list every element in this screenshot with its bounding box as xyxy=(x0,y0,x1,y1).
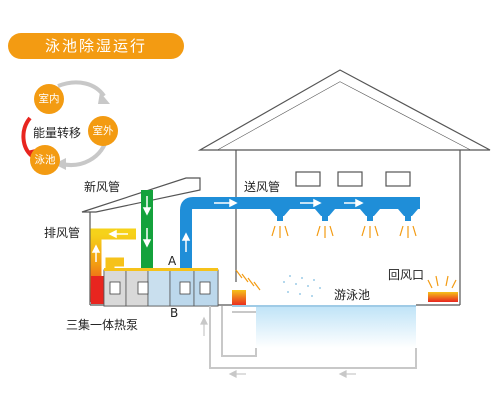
vapor-dot xyxy=(287,291,289,293)
air-jet xyxy=(284,225,289,237)
exhaust-duct-label: 排风管 xyxy=(44,226,81,240)
vapor-dot xyxy=(307,285,309,287)
pool-water xyxy=(256,306,416,348)
diffuser-neck xyxy=(367,215,373,221)
fan-box xyxy=(199,281,211,295)
pipe-arrows xyxy=(200,316,356,378)
fresh-air-duct xyxy=(141,190,153,270)
diffuser xyxy=(360,209,380,216)
fan-box xyxy=(109,281,121,295)
diffuser-neck xyxy=(277,215,283,221)
diffusers xyxy=(270,209,418,221)
flow-arrowhead xyxy=(142,207,152,216)
cycle-node-pool: 泳池 xyxy=(30,145,60,175)
energy-transfer-label: 能量转移 xyxy=(33,126,82,140)
heat-pump-unit xyxy=(103,268,219,307)
building xyxy=(81,69,491,306)
fan-box xyxy=(179,281,191,295)
air-jet xyxy=(316,225,321,237)
flow-arrowhead xyxy=(355,198,364,208)
flow-arrowhead xyxy=(142,239,152,248)
supply-duct-pipe xyxy=(180,197,420,268)
vapor-dot xyxy=(283,281,285,283)
diagram-title: 泳池除湿运行 xyxy=(8,33,184,59)
air-jet xyxy=(435,275,439,287)
vapor-dot xyxy=(289,275,291,277)
window xyxy=(385,171,411,187)
cycle-arrow-top xyxy=(57,80,106,98)
point-a-label: A xyxy=(168,254,177,268)
pool xyxy=(232,305,416,348)
flow-arrowhead xyxy=(91,244,101,253)
point-b-label: B xyxy=(170,306,179,320)
supply-duct xyxy=(180,197,420,268)
air-jet xyxy=(399,225,404,237)
supply-duct-label: 送风管 xyxy=(244,180,281,194)
diffuser xyxy=(270,209,290,216)
pool-label: 游泳池 xyxy=(334,288,371,302)
air-jet xyxy=(412,225,417,237)
vapor-dot xyxy=(301,277,303,279)
vapor-dot xyxy=(299,293,301,295)
air-jet xyxy=(235,269,243,279)
air-jet xyxy=(361,225,366,237)
return-vent-right xyxy=(428,292,458,302)
air-jet xyxy=(241,273,249,283)
diffuser xyxy=(315,209,335,216)
windows xyxy=(295,171,411,187)
underground-pipes xyxy=(209,306,417,369)
cycle-arrowhead xyxy=(98,92,110,104)
air-jet xyxy=(374,225,379,237)
air-jet xyxy=(451,279,457,289)
fan-box xyxy=(137,281,149,295)
window xyxy=(295,171,321,187)
flow-arrowhead xyxy=(338,370,347,378)
air-jet xyxy=(445,275,449,287)
flow-arrowhead xyxy=(181,232,191,241)
flow-arrowhead xyxy=(229,198,238,208)
air-jet xyxy=(271,225,276,237)
cycle-node-indoor: 室内 xyxy=(34,84,64,114)
cycle-node-outdoor: 室外 xyxy=(88,116,118,146)
diffuser-neck xyxy=(405,215,411,221)
diffuser-neck xyxy=(322,215,328,221)
main-roof-gable xyxy=(218,82,470,150)
air-jets xyxy=(271,225,417,238)
flow-arrowhead xyxy=(108,229,117,239)
vapor-dot xyxy=(313,279,315,281)
flow-arrowhead xyxy=(200,316,208,325)
vapor-dot xyxy=(311,295,313,297)
return-vent-left xyxy=(232,290,246,306)
evaporation-dots xyxy=(283,275,321,297)
fresh-air-duct-label: 新风管 xyxy=(84,180,121,194)
unit-top-strip xyxy=(104,268,218,271)
window xyxy=(337,171,363,187)
diffuser xyxy=(398,209,418,216)
flow-arrowhead xyxy=(228,370,237,378)
cycle-arrowhead xyxy=(54,158,66,170)
flow-arrowhead xyxy=(313,198,322,208)
return-air-right xyxy=(427,275,458,302)
pipe-loop-inner xyxy=(221,306,257,357)
air-jet xyxy=(329,225,334,237)
return-air-left xyxy=(232,269,261,306)
unit-section xyxy=(147,269,171,307)
vapor-dot xyxy=(319,287,321,289)
air-jet xyxy=(247,277,255,287)
exhaust-pipe-base xyxy=(91,276,105,304)
pipe-loop-outer xyxy=(209,306,417,369)
air-jet xyxy=(253,281,261,291)
vapor-dot xyxy=(295,283,297,285)
return-vent-label: 回风口 xyxy=(388,268,425,282)
air-jet xyxy=(427,279,433,289)
heat-pump-label: 三集一体热泵 xyxy=(66,318,139,332)
